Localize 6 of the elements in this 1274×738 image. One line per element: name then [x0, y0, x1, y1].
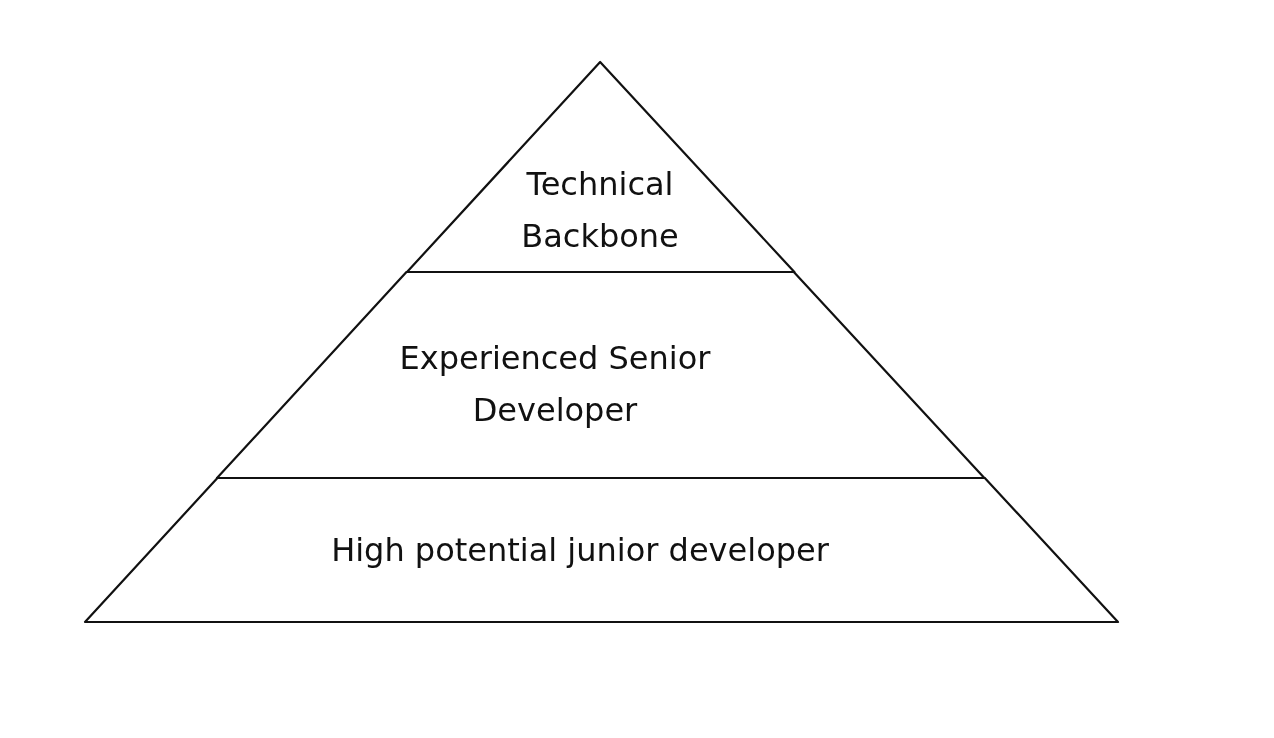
- pyramid-tier: [406, 62, 795, 272]
- tier-label: High potential junior developer: [330, 530, 830, 571]
- pyramid-tier: [85, 478, 1118, 622]
- tier-label: Technical Backbone: [520, 164, 680, 257]
- tier-label: Experienced Senior Developer: [398, 338, 712, 431]
- pyramid-tier: [217, 272, 985, 478]
